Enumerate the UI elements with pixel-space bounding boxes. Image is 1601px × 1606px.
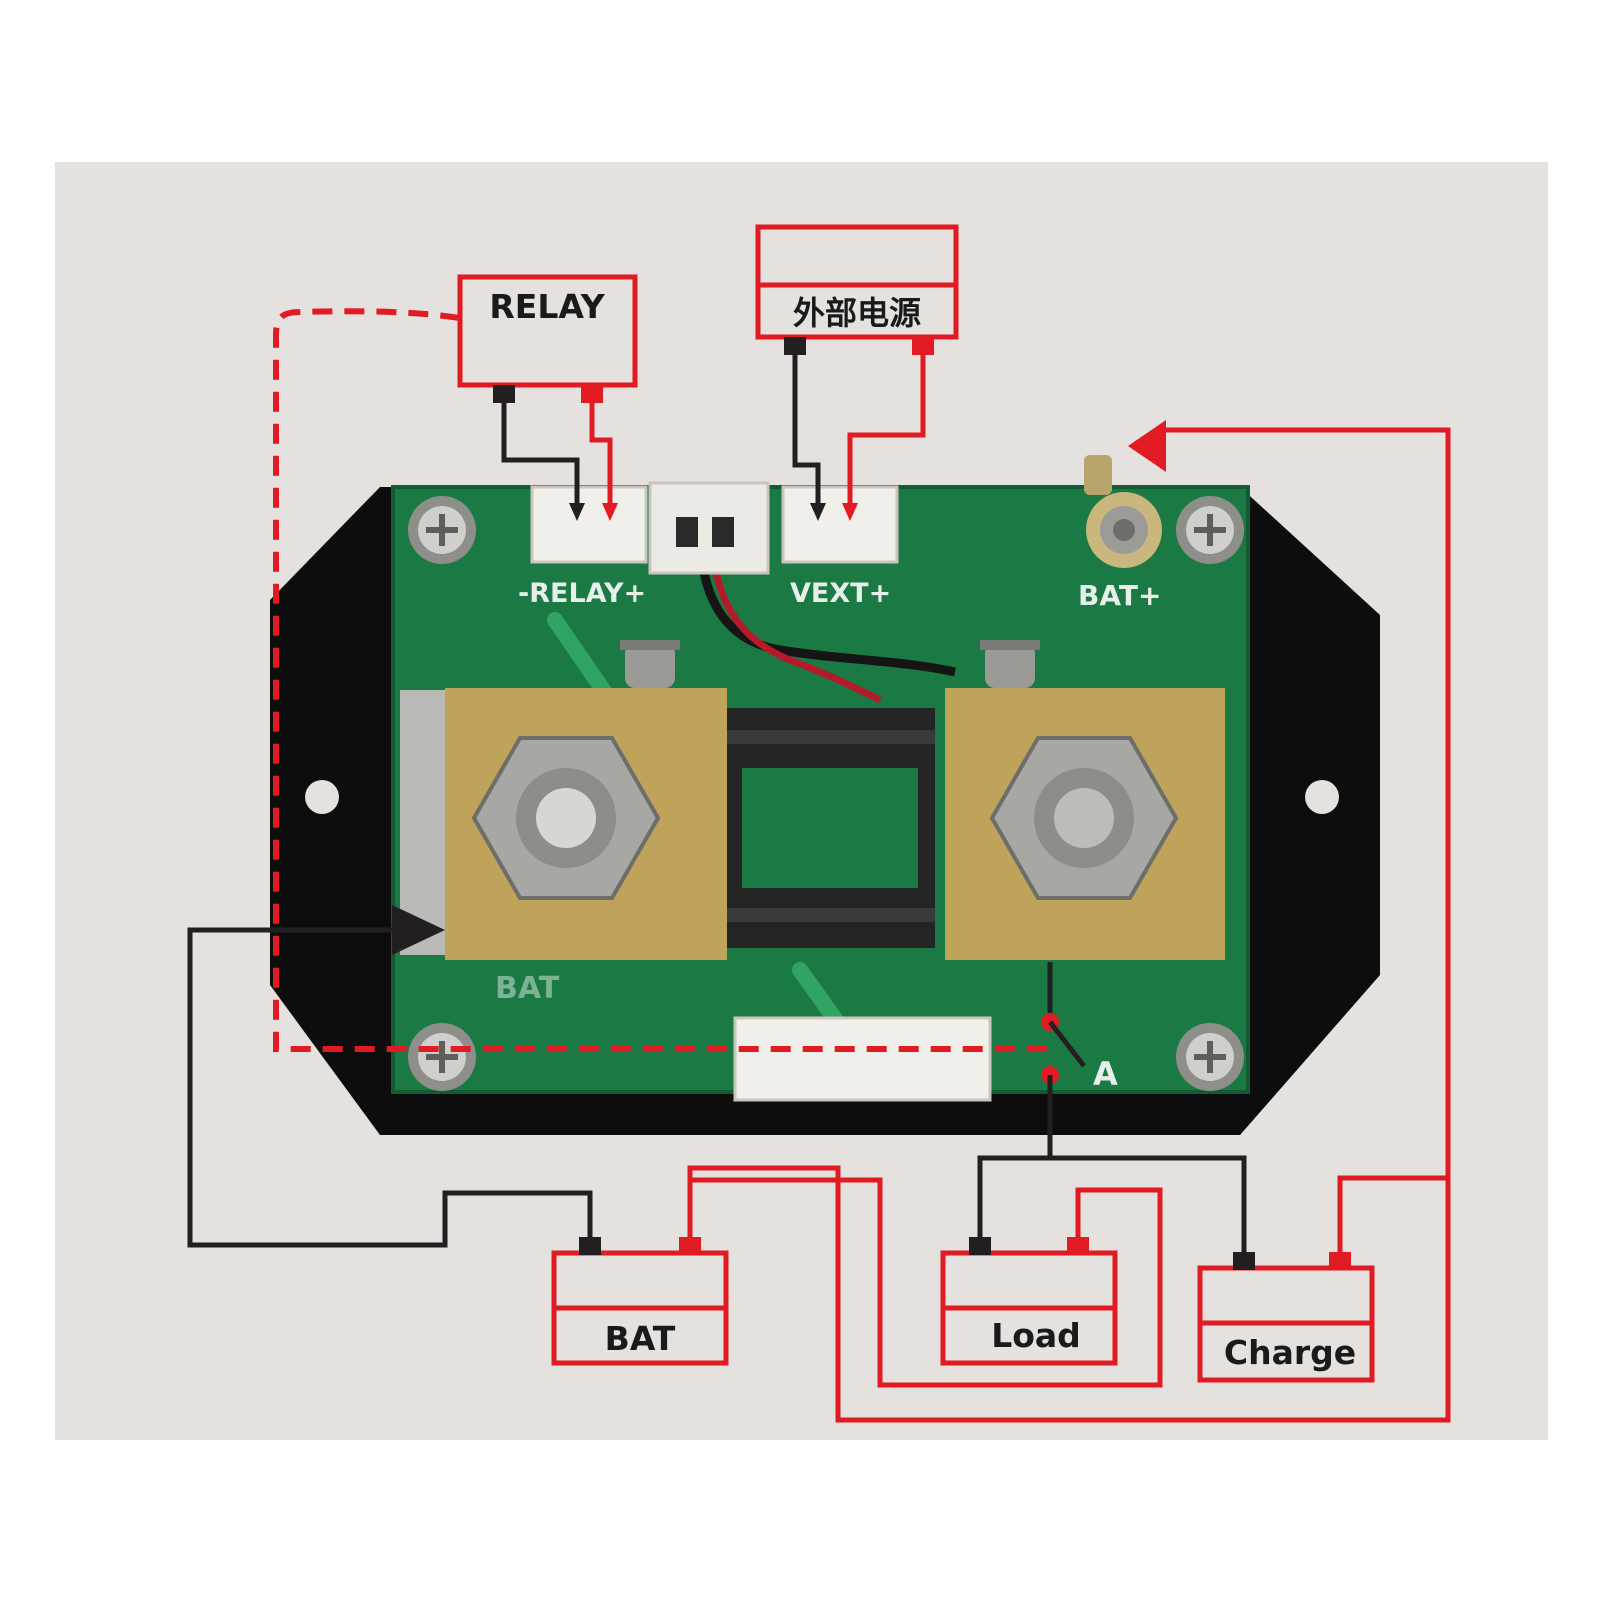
relay-box <box>457 274 638 388</box>
load-positive-tab <box>1067 1237 1089 1255</box>
bottom-connector <box>733 1016 992 1102</box>
mounting-hole-right <box>1305 780 1339 814</box>
relay-silk-label: -RELAY+ <box>518 578 646 609</box>
charge-positive-wire <box>1337 1175 1448 1253</box>
ext-positive-tab <box>912 337 934 355</box>
sense-wire-red <box>708 529 882 704</box>
middle-connector-pin <box>676 517 698 547</box>
relay-box-label: RELAY <box>489 287 605 326</box>
shunt-window <box>742 768 918 888</box>
ext-power-box <box>755 224 959 340</box>
hex-nut-right <box>989 736 1179 900</box>
charge-positive-tab <box>1329 1252 1351 1270</box>
screw-top-right <box>1176 496 1244 564</box>
bat-negative-tab <box>579 1237 601 1255</box>
aluminum-strip <box>400 690 452 955</box>
screw-bottom-left <box>408 1023 476 1091</box>
ext-negative-wire <box>792 355 821 505</box>
mounting-hole-left <box>305 780 339 814</box>
shunt-strip-top <box>725 730 935 744</box>
relay-negative-arrow <box>569 503 585 521</box>
charge-negative-tab <box>1233 1252 1255 1270</box>
relay-positive-wire <box>589 403 613 505</box>
bat-negative-arrow <box>392 905 445 955</box>
negative-bus-wire <box>977 1155 1247 1253</box>
screw-bottom-right <box>1176 1023 1244 1091</box>
bat-plus-label: BAT+ <box>1078 579 1161 612</box>
hex-nut-left <box>471 736 661 900</box>
ext-negative-tab <box>784 337 806 355</box>
bat-box-label: BAT <box>605 1319 676 1358</box>
relay-positive-arrow <box>602 503 618 521</box>
load-box-label: Load <box>991 1316 1081 1355</box>
ext-positive-arrow <box>842 503 858 521</box>
screw-top-left <box>408 496 476 564</box>
relay-negative-tab <box>493 385 515 403</box>
middle-connector-pin <box>712 517 734 547</box>
vext-connector <box>781 485 899 564</box>
charge-box-label: Charge <box>1224 1333 1356 1372</box>
relay-negative-wire <box>501 403 580 505</box>
bat-negative-wire <box>187 927 593 1248</box>
relay-positive-tab <box>581 385 603 403</box>
sense-wire-black <box>695 529 956 677</box>
bat-plus-wire <box>687 427 1451 1423</box>
screw-small-left <box>620 640 680 688</box>
a-mark-label: A <box>1093 1055 1118 1093</box>
ext-negative-arrow <box>810 503 826 521</box>
bat-plus-terminal <box>1084 455 1162 568</box>
bat-positive-tab <box>679 1237 701 1255</box>
bat-plus-arrow <box>1128 420 1166 472</box>
relay-control-dashed-line <box>273 308 1050 1052</box>
shunt-strip-bottom <box>725 908 935 922</box>
relay-connector <box>530 485 648 564</box>
ext-positive-wire <box>847 355 926 505</box>
vext-silk-label: VEXT+ <box>790 578 891 609</box>
switch-a-blade <box>1048 1020 1086 1068</box>
load-negative-tab <box>969 1237 991 1255</box>
load-positive-wire <box>687 1177 1163 1388</box>
middle-connector <box>648 481 770 575</box>
screw-small-right <box>980 640 1040 688</box>
bat-silk-label: BAT <box>495 971 560 1006</box>
ext-power-label: 外部电源 <box>793 294 921 332</box>
